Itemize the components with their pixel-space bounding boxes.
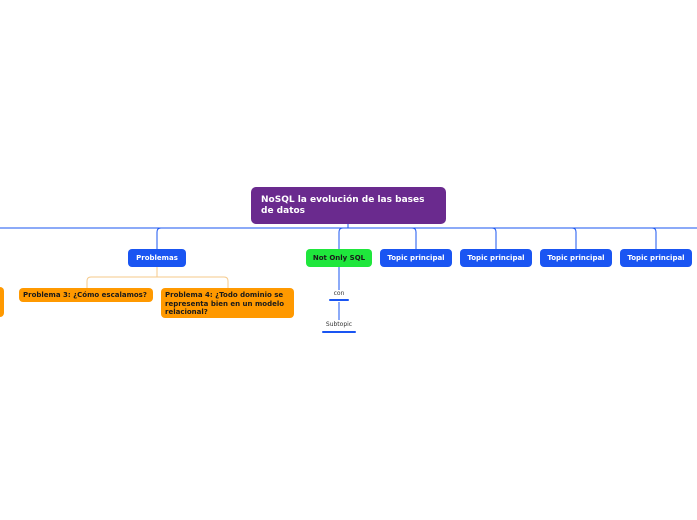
topic-principal-2[interactable]: Topic principal	[460, 249, 532, 267]
subtopic-con-underline	[329, 299, 349, 301]
branch-topic-3	[571, 227, 577, 249]
subtopic-con-label: con	[333, 290, 345, 297]
problem-4-node[interactable]: Problema 4: ¿Todo dominio se representa …	[161, 288, 294, 318]
subtopic-con[interactable]: con	[326, 290, 352, 297]
topic-label: Topic principal	[547, 254, 605, 262]
problem-4-label: Problema 4: ¿Todo dominio se representa …	[165, 291, 285, 316]
branch-topic-4	[651, 227, 657, 249]
problem-3-label: Problema 3: ¿Cómo escalamos?	[23, 291, 147, 299]
branch-nosql	[338, 227, 344, 249]
branch-topic-2	[491, 227, 497, 249]
problem-3-node[interactable]: Problema 3: ¿Cómo escalamos?	[19, 288, 153, 302]
subtopic-underline	[322, 331, 356, 333]
branch-topic-1	[411, 227, 417, 249]
topic-not-only-sql[interactable]: Not Only SQL	[306, 249, 372, 267]
topic-principal-4[interactable]: Topic principal	[620, 249, 692, 267]
problem-node-offscreen[interactable]	[0, 287, 4, 317]
central-topic-label: NoSQL la evolución de las bases de datos	[261, 195, 425, 216]
topic-problemas[interactable]: Problemas	[128, 249, 186, 267]
topic-label: Topic principal	[467, 254, 525, 262]
topic-principal-1[interactable]: Topic principal	[380, 249, 452, 267]
branch-problemas	[156, 227, 162, 249]
problemas-subbranch	[86, 276, 229, 288]
topic-label: Not Only SQL	[312, 254, 366, 262]
topic-label: Topic principal	[627, 254, 685, 262]
topic-principal-3[interactable]: Topic principal	[540, 249, 612, 267]
subtopic-node[interactable]: Subtopic	[318, 321, 360, 328]
subtopic-label: Subtopic	[325, 321, 353, 328]
topic-label: Problemas	[136, 254, 178, 262]
topic-label: Topic principal	[387, 254, 445, 262]
central-topic[interactable]: NoSQL la evolución de las bases de datos	[251, 187, 446, 224]
